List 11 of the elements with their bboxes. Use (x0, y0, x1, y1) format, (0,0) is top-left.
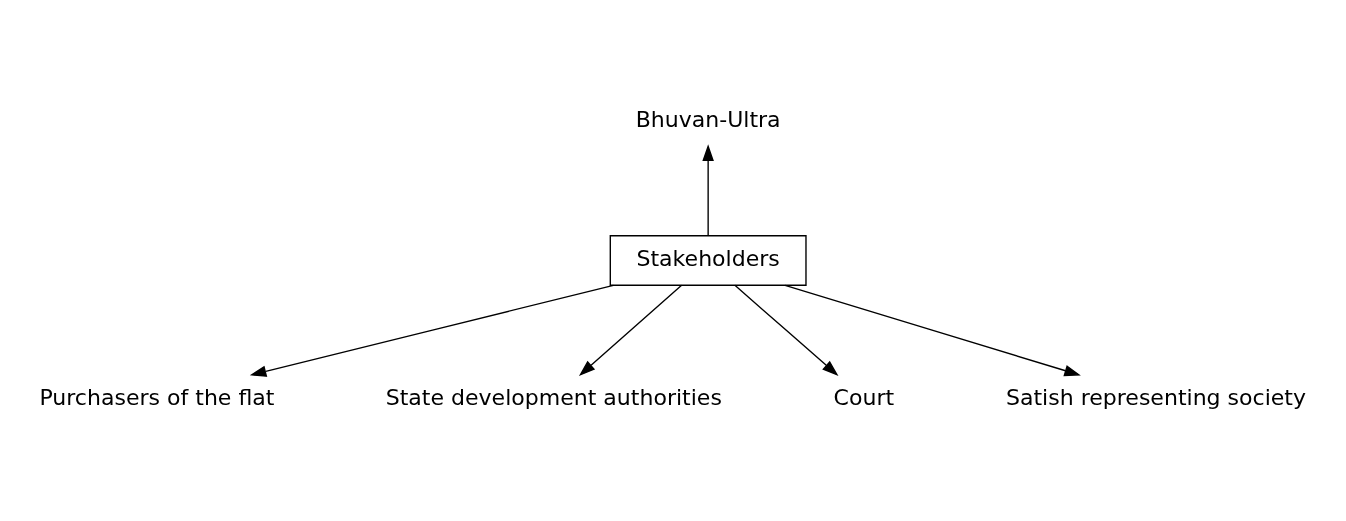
node-text: Purchasers of the flat (39, 384, 275, 410)
arrow (249, 284, 615, 377)
arrow (734, 284, 839, 377)
node-text: Satish representing society (1005, 384, 1307, 410)
arrow (784, 284, 1081, 377)
node-text: Bhuvan-Ultra (635, 106, 781, 132)
node-box: Stakeholders (609, 235, 807, 286)
arrow (702, 144, 714, 237)
arrow (578, 284, 683, 377)
node-text: Court (833, 384, 895, 410)
node-text: State development authorities (385, 384, 722, 410)
